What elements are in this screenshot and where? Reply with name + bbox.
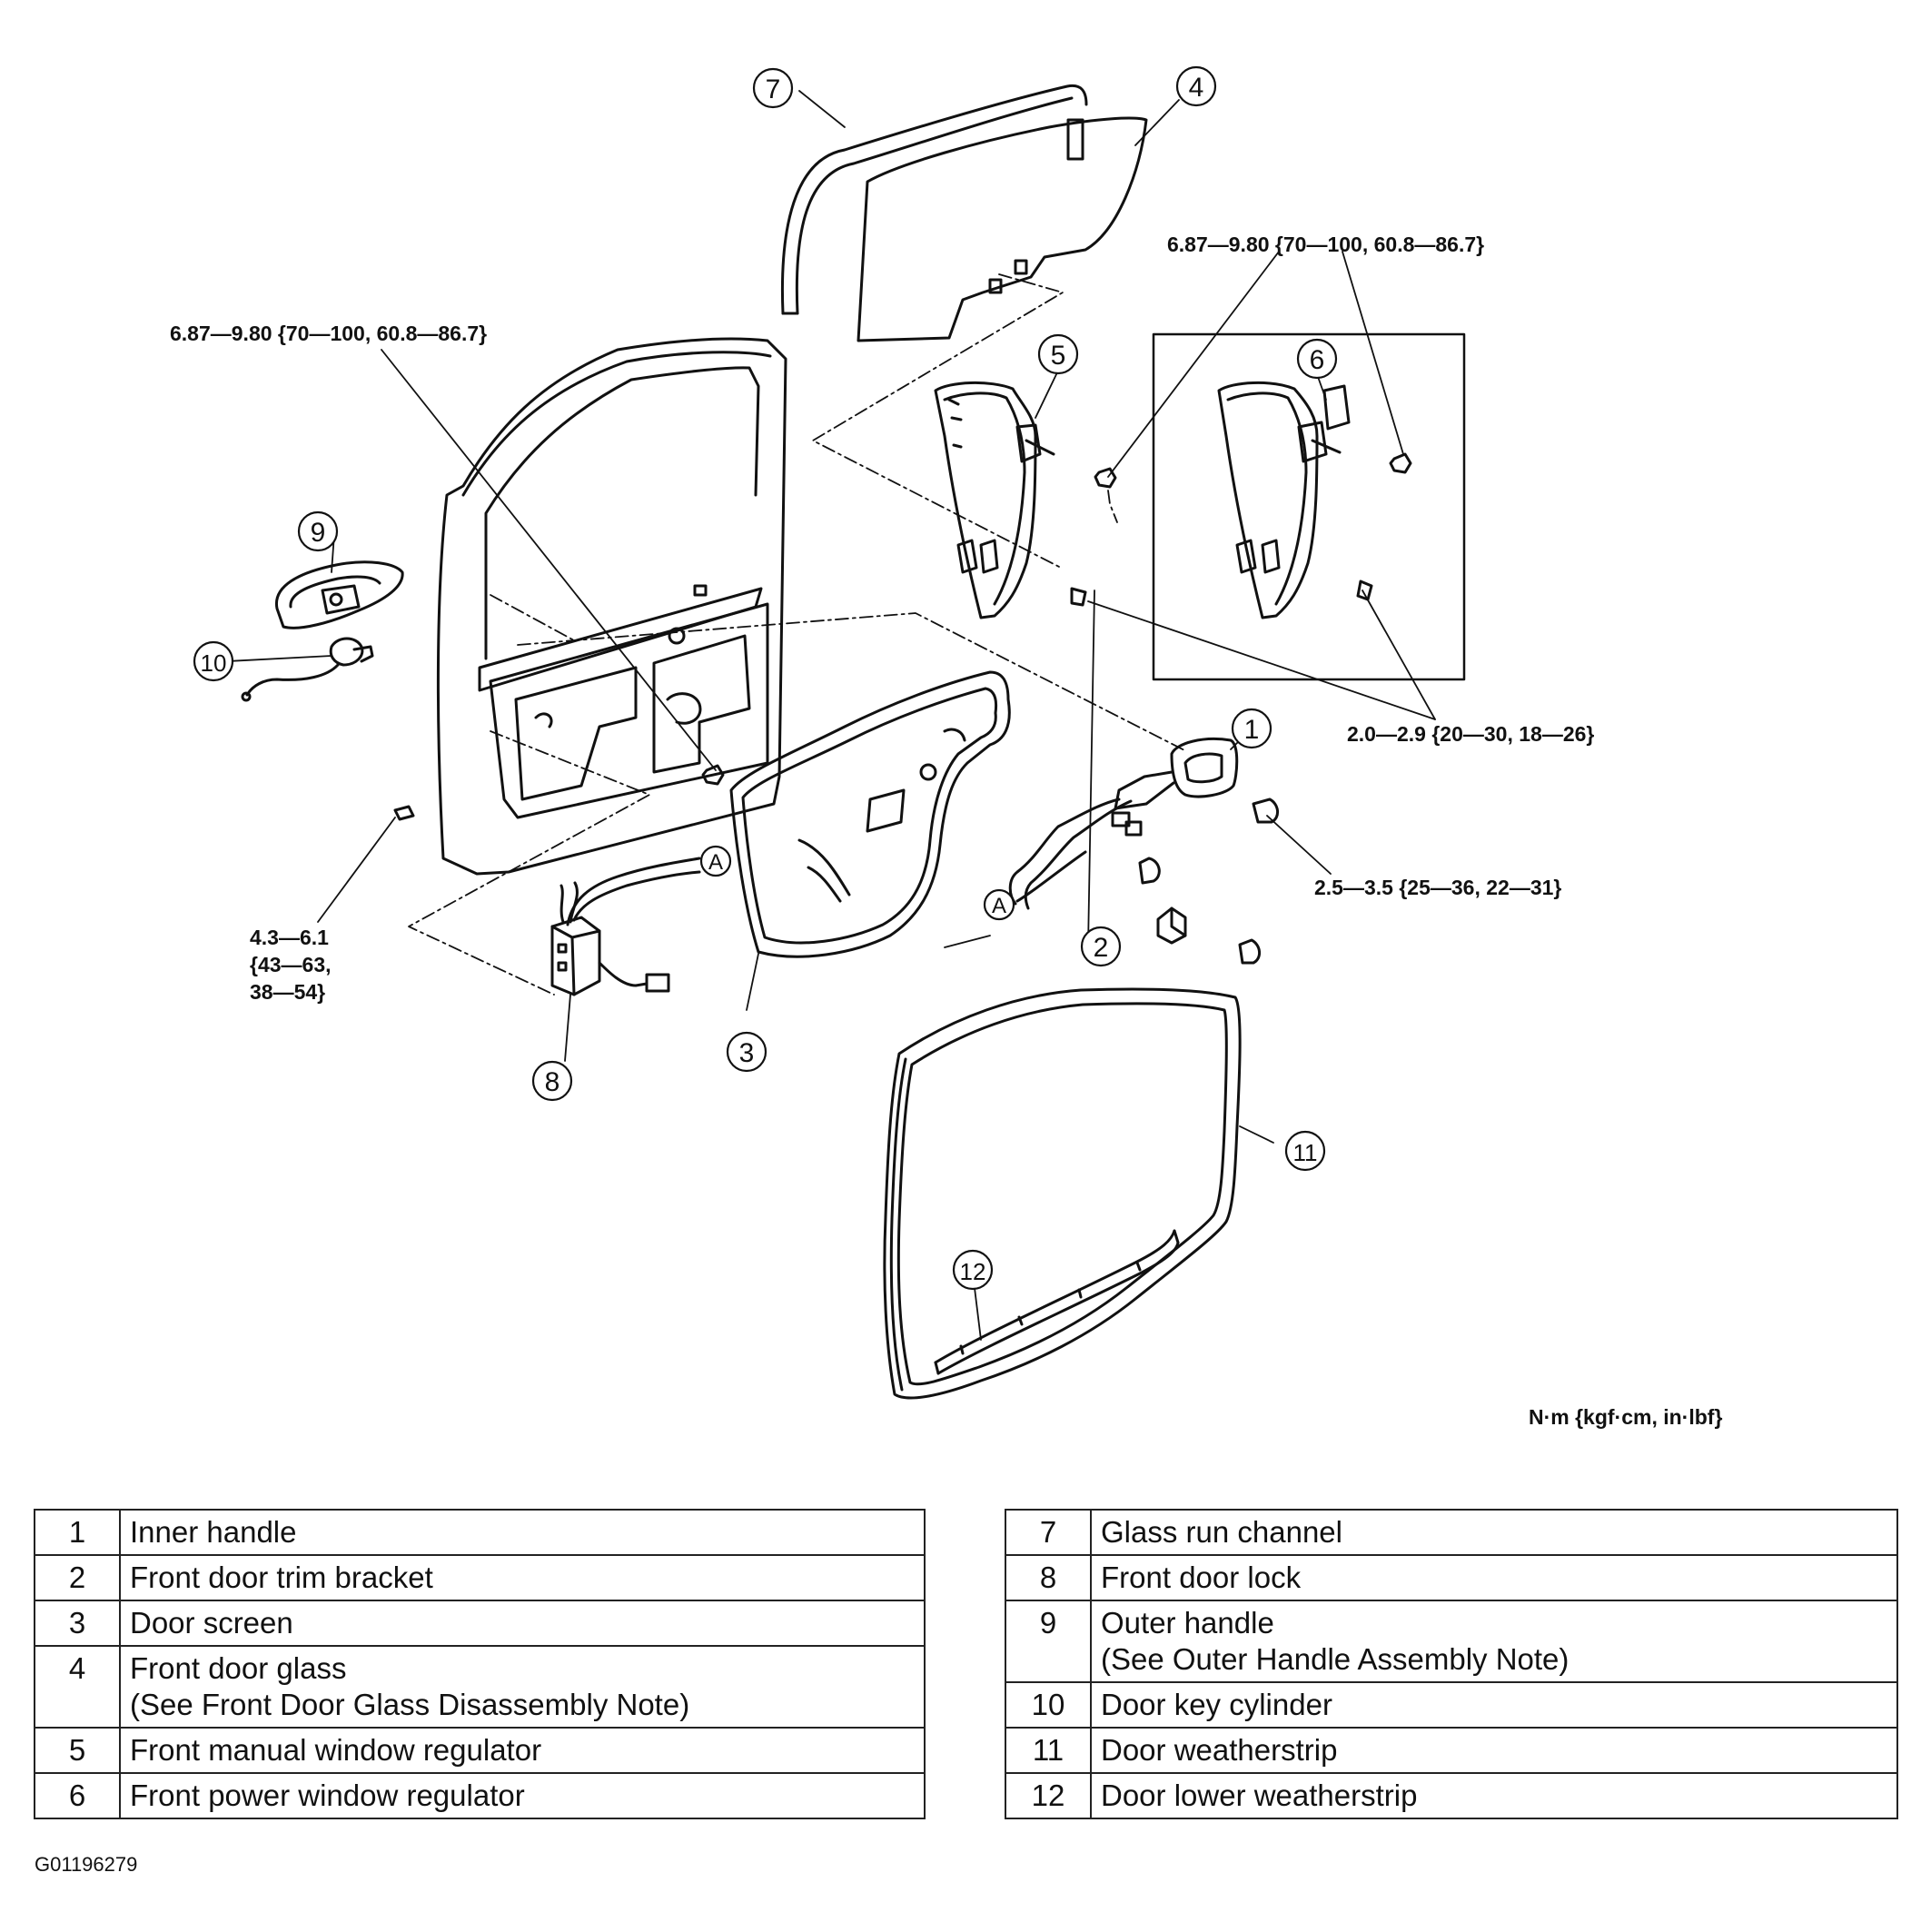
torque-regulator-bolt: 2.0—2.9 {20—30, 18—26} [1347,722,1594,746]
callout-circles [193,65,1338,1291]
callout-7: 7 [766,74,781,104]
door-key-cylinder [241,637,374,702]
part-name: Glass run channel [1090,1509,1898,1556]
callout-1: 1 [1244,715,1260,745]
part-name: Door weatherstrip [1090,1727,1898,1774]
callout-3: 3 [739,1038,755,1068]
part-name: Front door lock [1090,1554,1898,1601]
torque-lock-screw-line1: 4.3—6.1 [250,926,329,949]
part-number: 7 [1005,1509,1092,1556]
callout-6: 6 [1310,345,1325,375]
part-number: 11 [1005,1727,1092,1774]
part-name: Front door glass (See Front Door Glass D… [119,1645,926,1729]
part-name: Outer handle (See Outer Handle Assembly … [1090,1600,1898,1683]
part-number: 10 [1005,1681,1092,1729]
door-weatherstrip [883,987,1242,1400]
callout-12: 12 [960,1258,986,1285]
door-screen [729,670,1011,958]
outer-handle [275,560,404,629]
part-number: 4 [34,1645,121,1729]
part-number: 3 [34,1600,121,1647]
torque-regulator-nut-right: 6.87—9.80 {70—100, 60.8—86.7} [1167,233,1484,256]
part-number: 2 [34,1554,121,1601]
part-number: 6 [34,1772,121,1819]
front-manual-window-regulator [934,381,1055,619]
part-number: 8 [1005,1554,1092,1601]
front-door-trim-bracket [1156,907,1187,945]
part-number: 12 [1005,1772,1092,1819]
callout-9: 9 [311,518,326,548]
callout-10: 10 [201,649,227,677]
callout-11: 11 [1293,1139,1318,1166]
callout-A-connector-handle: A [992,894,1006,918]
part-name: Front power window regulator [119,1772,926,1819]
door-shell [436,337,787,876]
assembly-lines [408,273,1187,996]
part-name: Front manual window regulator [119,1727,926,1774]
front-power-window-regulator [1152,332,1466,681]
glass-run-channel [781,84,1088,315]
torque-lock-screw-line2: {43—63, [250,953,332,976]
door-lower-weatherstrip [934,1229,1180,1375]
part-name: Inner handle [119,1509,926,1556]
part-number: 9 [1005,1600,1092,1683]
front-door-glass [857,116,1148,342]
part-name: Door key cylinder [1090,1681,1898,1729]
torque-handle-screw: 2.5—3.5 {25—36, 22—31} [1314,876,1561,899]
part-name: Door lower weatherstrip [1090,1772,1898,1819]
torque-lock-screw-line3: 38—54} [250,980,325,1004]
fasteners [393,452,1412,965]
part-number: 5 [34,1727,121,1774]
part-number: 1 [34,1509,121,1556]
part-name: Door screen [119,1600,926,1647]
part-name: Front door trim bracket [119,1554,926,1601]
callout-4: 4 [1189,73,1204,103]
exploded-door-diagram: 1 2 3 4 5 6 7 8 9 10 11 12 A A 6.87—9.80… [170,65,1722,1429]
figure-id: G01196279 [35,1853,138,1876]
callout-8: 8 [545,1067,560,1097]
torque-regulator-nut-left: 6.87—9.80 {70—100, 60.8—86.7} [170,322,487,345]
callout-2: 2 [1094,933,1109,963]
units-label: N·m {kgf·cm, in·lbf} [1529,1405,1722,1429]
callout-5: 5 [1051,341,1066,371]
callout-A-connector-lock: A [708,850,723,875]
front-door-lock [550,857,701,996]
inner-handle [1008,737,1239,910]
